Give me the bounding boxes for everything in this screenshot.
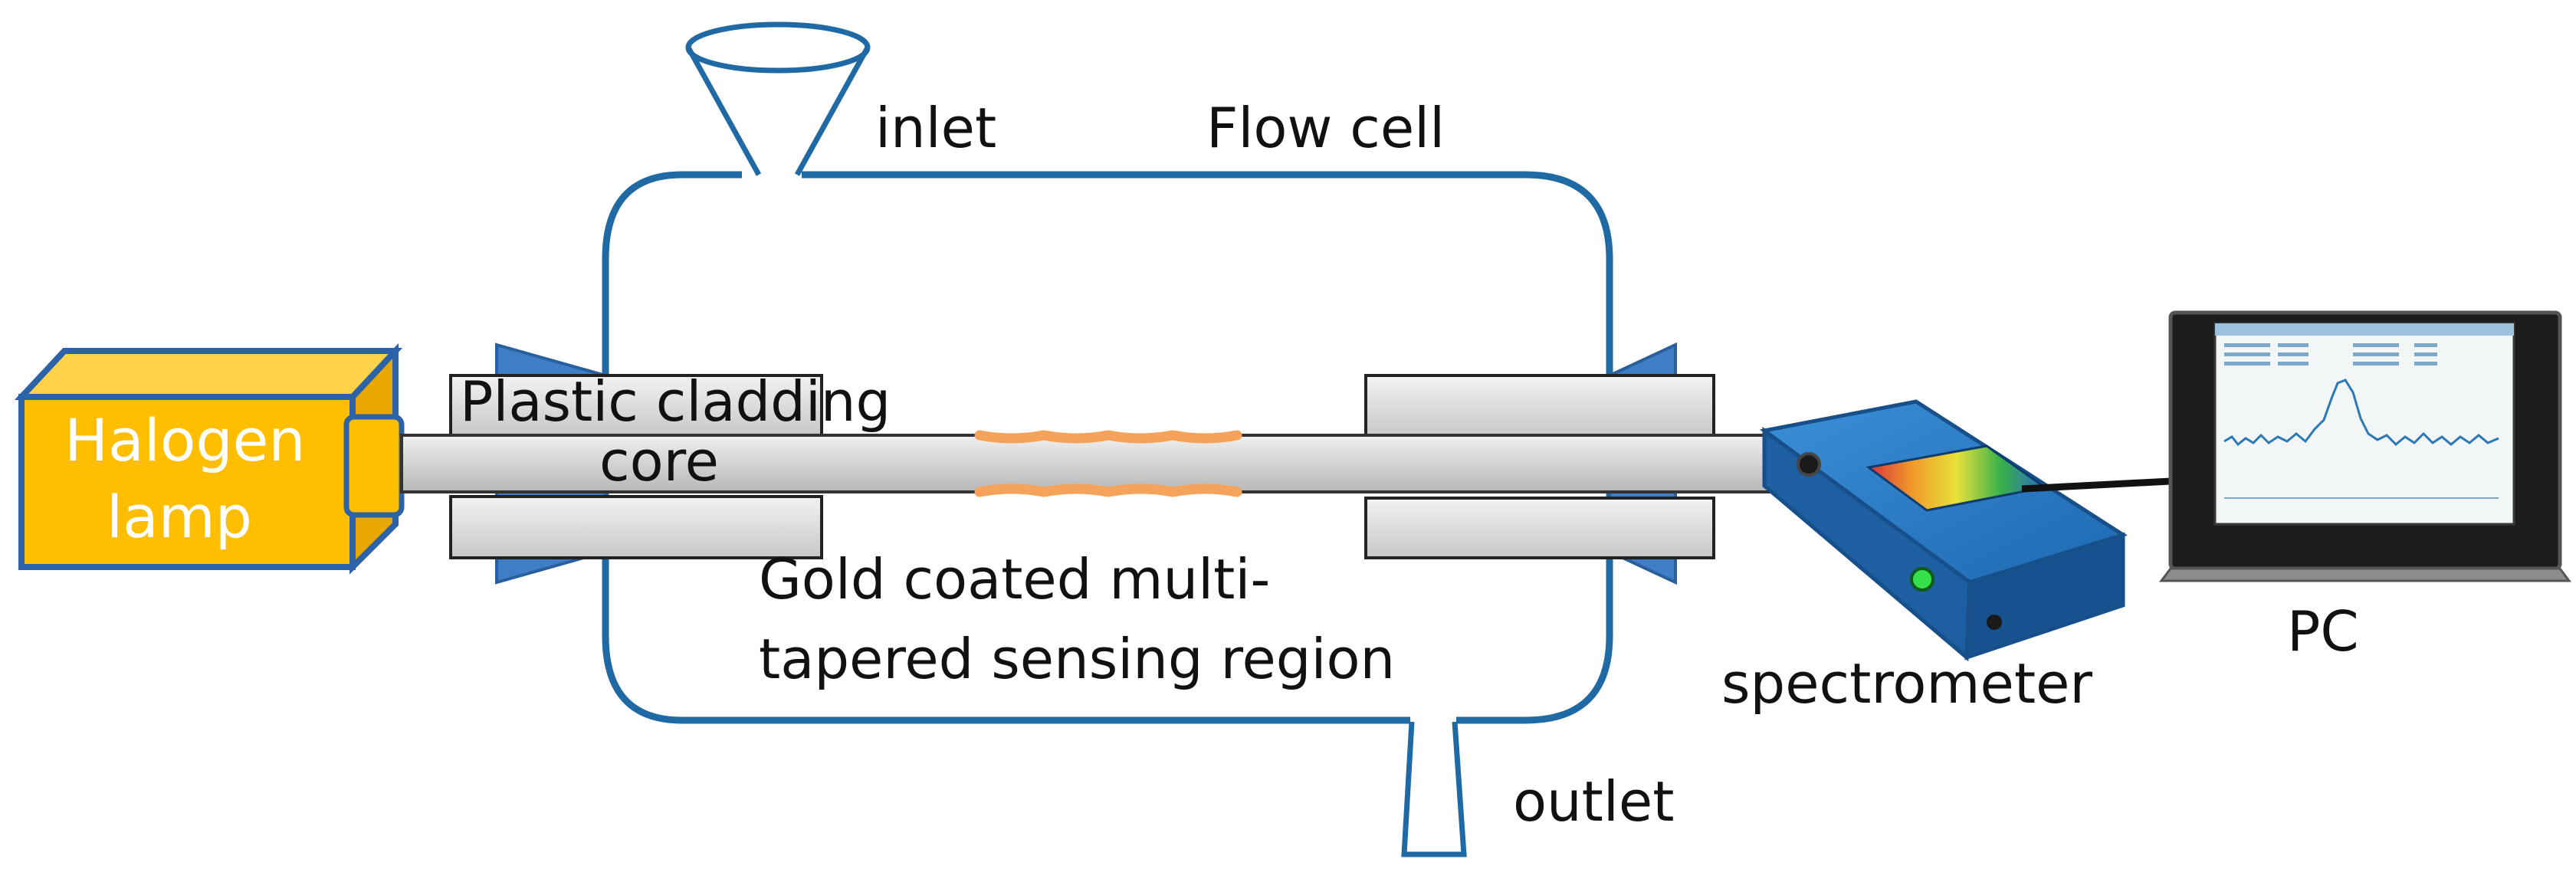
label-outlet: outlet [1513, 769, 1675, 834]
usb-cable [2021, 477, 2171, 493]
label-halogen-line1: Halogen [64, 406, 306, 474]
cladding-left-bottom [449, 495, 823, 559]
fiber-core [400, 434, 1783, 493]
spectrometer [1759, 399, 2128, 662]
label-pc: PC [2287, 599, 2359, 664]
label-spectrometer: spectrometer [1721, 651, 2092, 716]
label-core: core [599, 429, 719, 493]
flow-cell-outline [602, 171, 1613, 724]
inlet-funnel [685, 21, 871, 176]
cladding-right-bottom [1364, 497, 1715, 559]
label-sensing-line1: Gold coated multi- [759, 547, 1271, 611]
halogen-lamp [14, 343, 405, 575]
label-sensing-line2: tapered sensing region [759, 627, 1396, 691]
inlet-gap [742, 167, 802, 182]
spectrometer-led [1910, 567, 1934, 592]
spectrometer-port [1797, 452, 1821, 477]
cladding-right-top [1364, 374, 1715, 438]
gold-sensing-region [974, 430, 1242, 497]
cladding-left-top [449, 374, 823, 437]
label-inlet: inlet [875, 96, 997, 160]
outlet-tube [1401, 721, 1467, 857]
label-plastic-cladding: Plastic cladding [460, 369, 891, 434]
pc-spectrum-plot [2223, 379, 2499, 447]
label-flow-cell: Flow cell [1206, 96, 1446, 160]
label-halogen-line2: lamp [107, 483, 252, 551]
pc-laptop [2159, 310, 2571, 582]
